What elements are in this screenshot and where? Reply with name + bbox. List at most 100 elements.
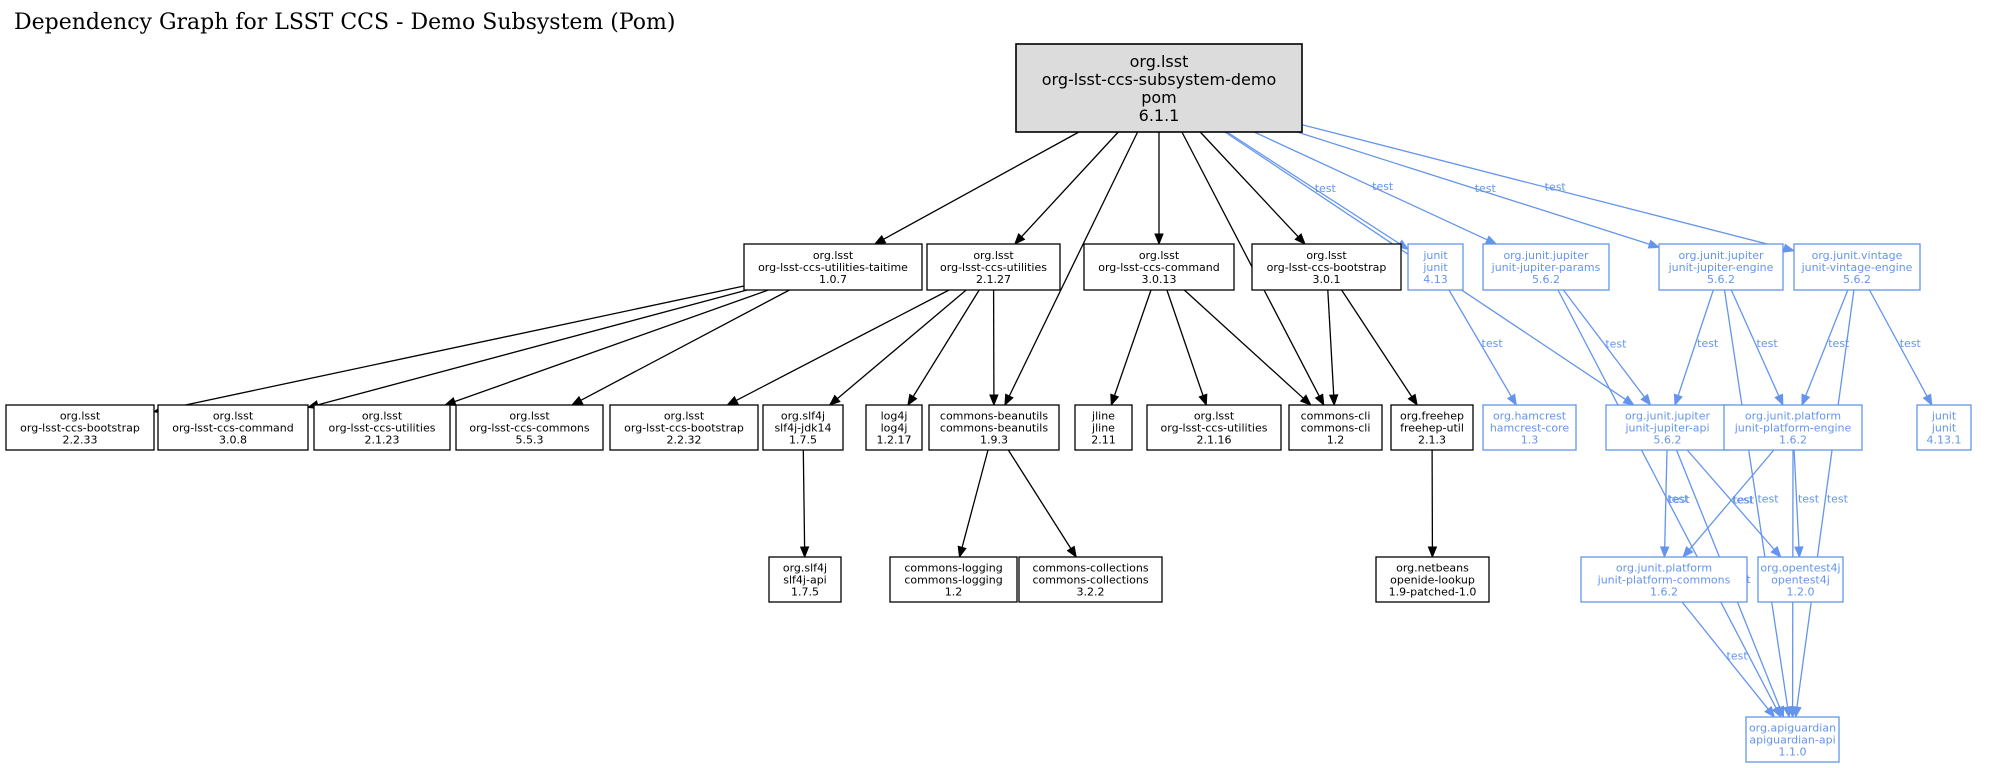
node-box bbox=[1482, 243, 1610, 291]
edge-scope-label: test bbox=[1475, 182, 1497, 195]
node-openide[interactable]: org.netbeansopenide-lookup1.9-patched-1.… bbox=[1375, 556, 1490, 603]
node-box bbox=[926, 243, 1061, 291]
node-label-line: org.lsst bbox=[1139, 249, 1180, 262]
edge-arrowhead bbox=[1640, 393, 1652, 407]
node-vintageengine[interactable]: org.junit.vintagejunit-vintage-engine5.6… bbox=[1793, 243, 1921, 291]
edge-arrowhead bbox=[1506, 393, 1517, 407]
edge-scope-label: test bbox=[1798, 493, 1820, 506]
node-box bbox=[1723, 404, 1863, 451]
node-taitime[interactable]: org.lsstorg-lsst-ccs-utilities-taitime1.… bbox=[743, 243, 923, 291]
node-label-line: slf4j-api bbox=[783, 574, 826, 587]
node-jupiterparams[interactable]: org.junit.jupiterjunit-jupiter-params5.6… bbox=[1482, 243, 1610, 291]
edge-arrowhead bbox=[1775, 705, 1784, 719]
node-label-line: commons-beanutils bbox=[940, 410, 1048, 423]
edge-line bbox=[317, 289, 748, 406]
node-label-line: org.freehep bbox=[1400, 410, 1464, 423]
node-box bbox=[1146, 404, 1282, 451]
node-label-line: org-lsst-ccs-command bbox=[172, 422, 294, 435]
edge-vintageengine-to-junit4131: test bbox=[1868, 289, 1933, 407]
edge-line bbox=[454, 289, 769, 403]
edge-scope-label: test bbox=[1733, 494, 1755, 507]
node-label-line: org.hamcrest bbox=[1493, 410, 1567, 423]
edge-scope-label: test bbox=[1315, 182, 1337, 195]
edge-arrowhead bbox=[1110, 393, 1120, 407]
node-platformcommons[interactable]: org.junit.platformjunit-platform-commons… bbox=[1580, 556, 1748, 603]
edge-platformcommons-to-apiguardian: test bbox=[1681, 601, 1776, 719]
node-jupiterengine[interactable]: org.junit.jupiterjunit-jupiter-engine5.6… bbox=[1658, 243, 1784, 291]
node-label-line: 6.1.1 bbox=[1139, 106, 1180, 125]
edge-line bbox=[883, 131, 1080, 240]
edge-scope-label: test bbox=[1732, 494, 1754, 507]
node-label-line: 1.1.0 bbox=[1779, 746, 1807, 759]
node-box bbox=[889, 556, 1018, 603]
node-root[interactable]: org.lsstorg-lsst-ccs-subsystem-demopom6.… bbox=[1015, 43, 1303, 133]
node-platformengine[interactable]: org.junit.platformjunit-platform-engine1… bbox=[1723, 404, 1863, 451]
node-label-line: org.junit.jupiter bbox=[1503, 249, 1589, 262]
edge-line bbox=[1007, 449, 1072, 549]
edge-arrowhead bbox=[989, 394, 999, 407]
node-label-line: 2.2.33 bbox=[63, 434, 98, 447]
edge-arrowhead bbox=[1682, 545, 1694, 559]
node-box bbox=[1251, 243, 1402, 291]
edge-arrowhead bbox=[1794, 546, 1804, 559]
node-box bbox=[313, 404, 451, 451]
edge-line bbox=[1796, 289, 1855, 708]
node-label-line: 3.2.2 bbox=[1077, 586, 1105, 599]
node-label-line: log4j bbox=[881, 410, 908, 423]
edge-freehep-to-openide bbox=[1427, 449, 1438, 559]
node-label-line: 1.0.7 bbox=[819, 273, 847, 286]
node-label-line: org.lsst bbox=[813, 249, 854, 262]
node-box bbox=[1018, 556, 1163, 603]
node-label-line: org.lsst bbox=[664, 410, 705, 423]
edge-line bbox=[1664, 449, 1668, 548]
node-label-line: commons-collections bbox=[1032, 562, 1148, 575]
edge-line bbox=[1557, 289, 1777, 709]
edge-line bbox=[1166, 289, 1204, 396]
edge-line bbox=[1226, 131, 1400, 245]
node-collections[interactable]: commons-collectionscommons-collections3.… bbox=[1018, 556, 1163, 603]
node-label-line: 1.2 bbox=[1327, 434, 1345, 447]
node-label-line: org-lsst-ccs-utilities bbox=[329, 422, 436, 435]
edge-taitime-to-utilities2123 bbox=[443, 289, 769, 406]
node-label-line: commons-beanutils bbox=[940, 422, 1048, 435]
node-label-line: org.lsst bbox=[1306, 249, 1347, 262]
node-label-line: 1.2.17 bbox=[877, 434, 912, 447]
node-label-line: commons-logging bbox=[904, 574, 1002, 587]
node-label-line: hamcrest-core bbox=[1490, 422, 1570, 435]
edge-arrowhead bbox=[1484, 235, 1498, 245]
edge-line bbox=[1562, 289, 1645, 398]
edge-line bbox=[1805, 289, 1849, 396]
node-label-line: 1.9-patched-1.0 bbox=[1389, 586, 1477, 599]
edge-platformengine-to-platformcommons: test bbox=[1682, 449, 1775, 559]
node-label-line: org-lsst-ccs-bootstrap bbox=[1267, 261, 1387, 274]
node-label-line: org.lsst bbox=[973, 249, 1014, 262]
edge-utilities2127-to-slf4jjdk14 bbox=[828, 289, 967, 406]
edge-line bbox=[1253, 131, 1488, 241]
edge-scope-label: test bbox=[1757, 493, 1779, 506]
edge-command3013-to-commonscli bbox=[1183, 289, 1312, 406]
